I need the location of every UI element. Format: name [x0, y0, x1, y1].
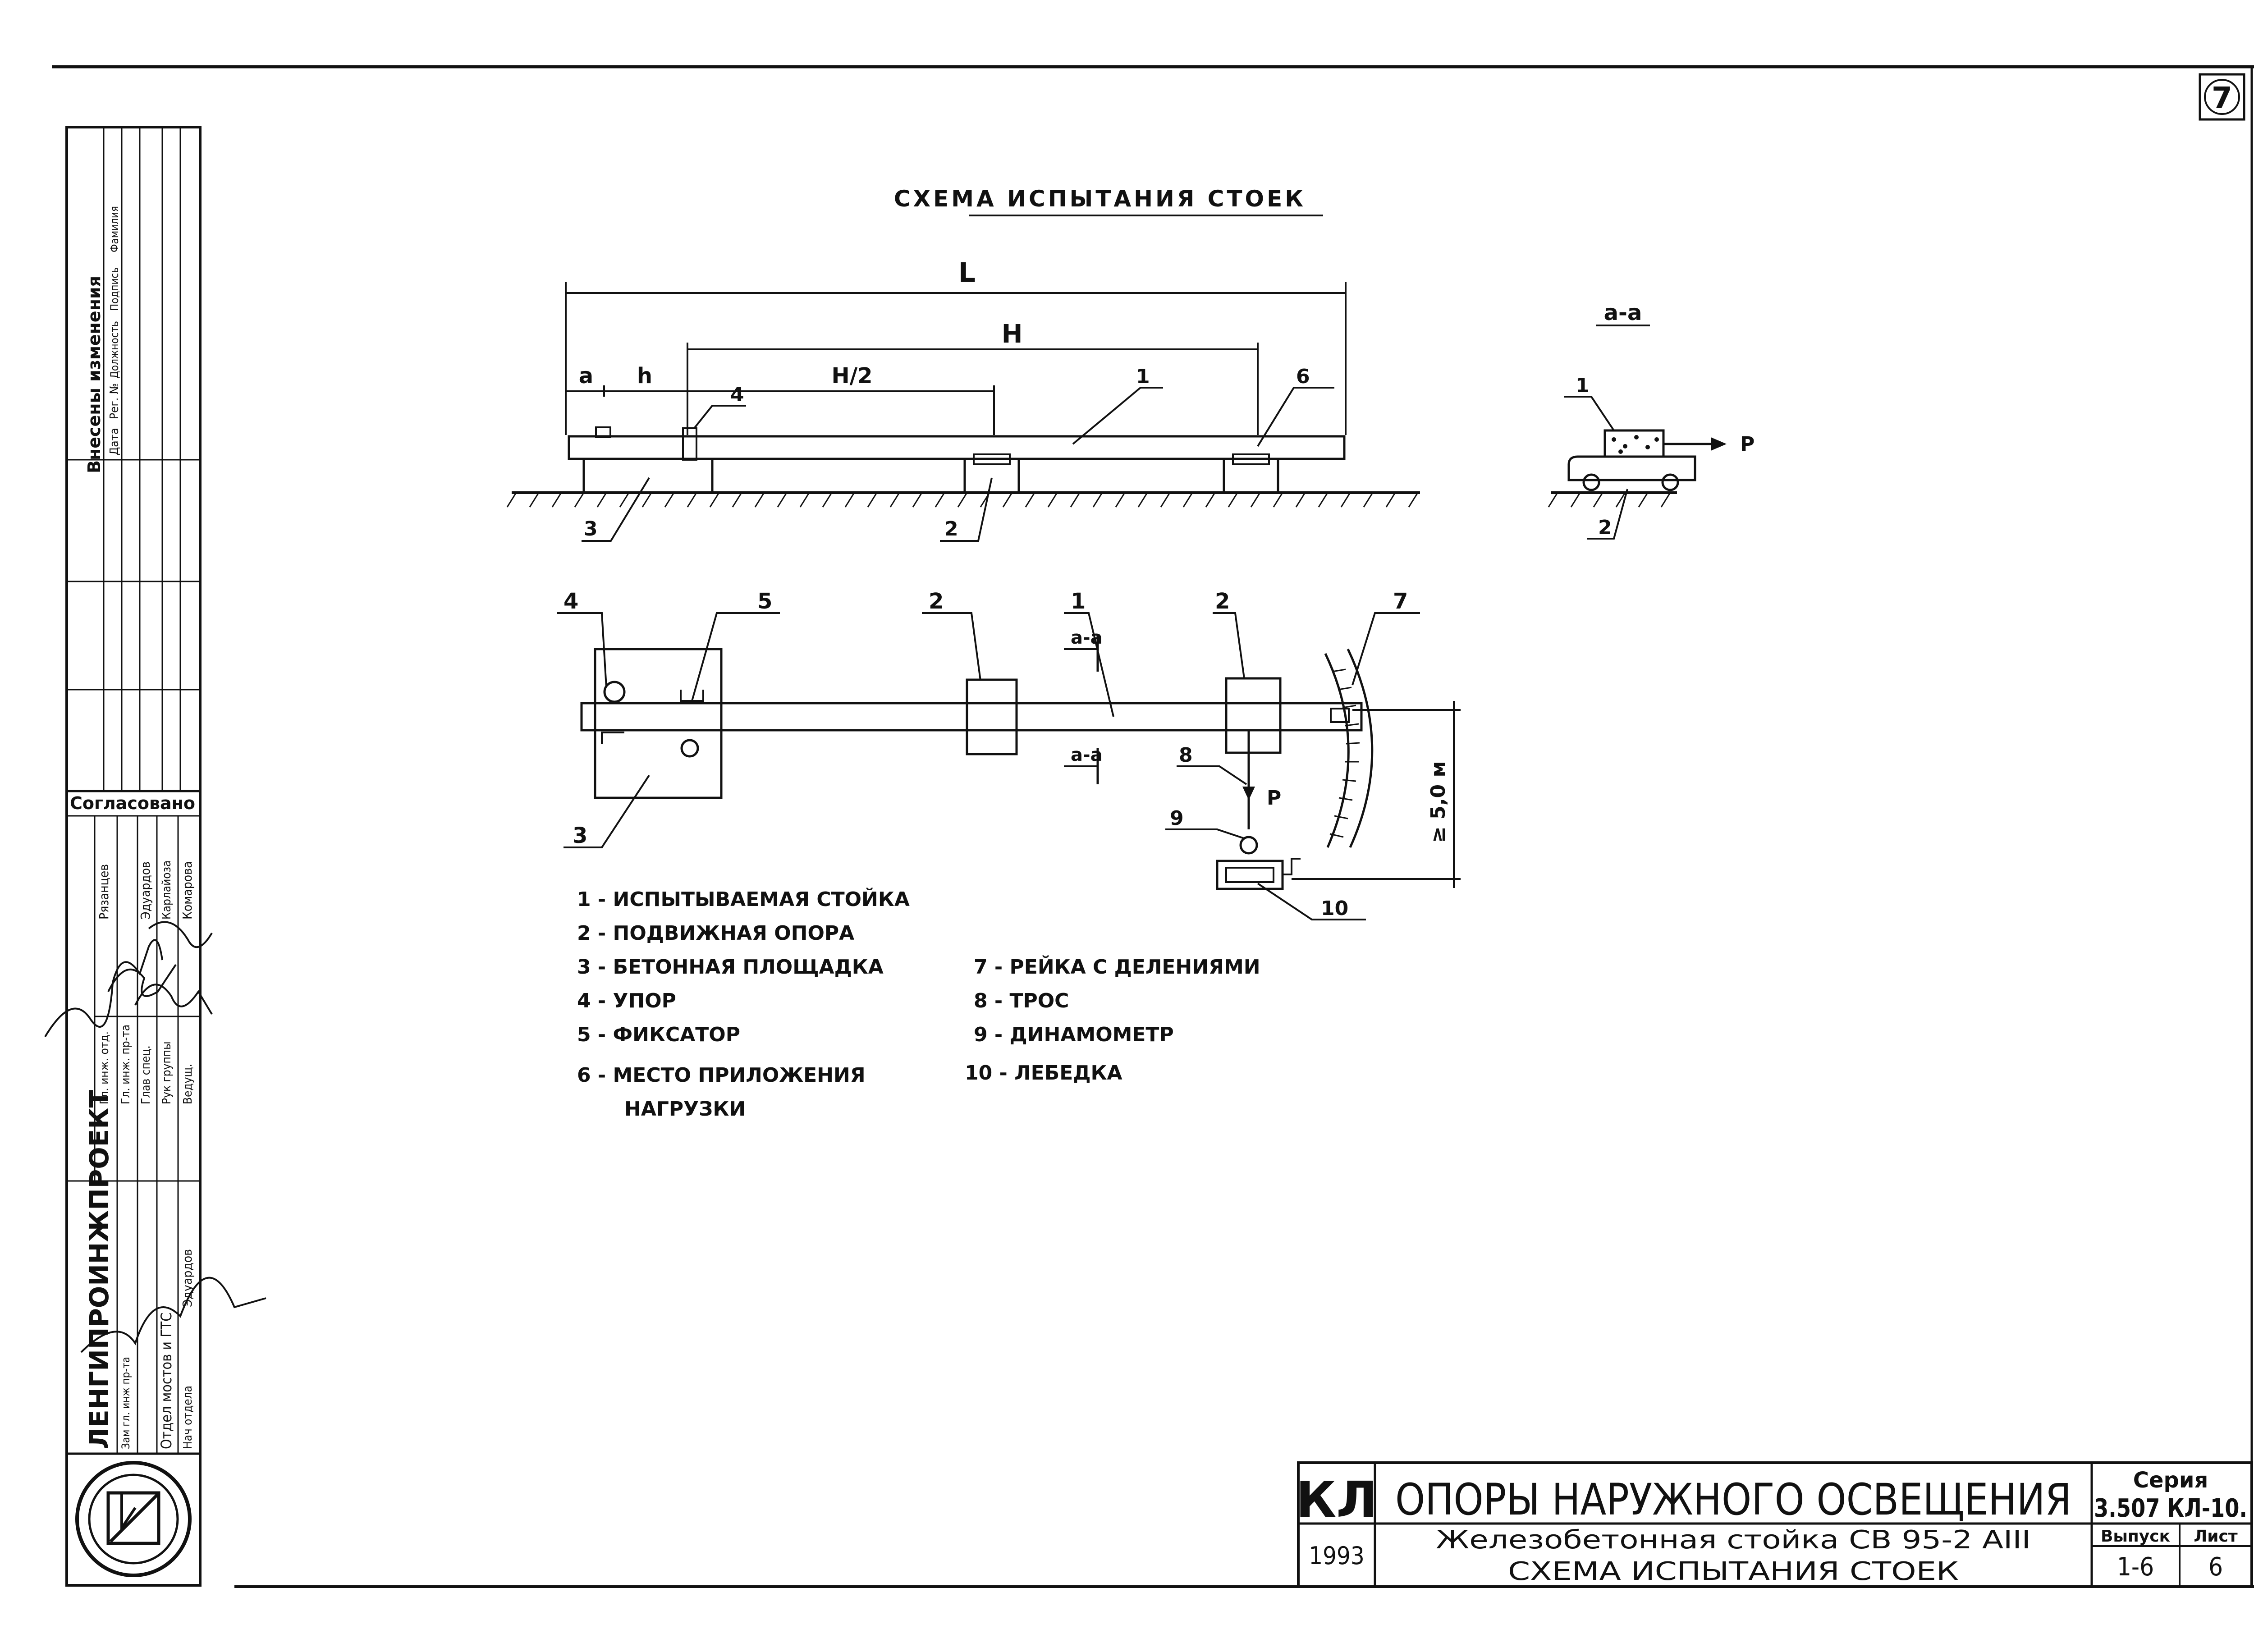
role-chief-project: Гл. инж. пр-та — [119, 1025, 133, 1104]
title-sub-2: СХЕМА ИСПЫТАНИЯ СТОЕК — [1508, 1557, 1959, 1586]
concrete-pad-elevation — [582, 458, 714, 494]
callout-1-section: 1 — [1576, 374, 1590, 397]
name-eduardov: Эдуардов — [138, 861, 153, 920]
callout-2-plan-b: 2 — [1215, 589, 1230, 614]
legend-item-2: 2 - ПОДВИЖНАЯ ОПОРА — [577, 922, 854, 945]
legend-item-1: 1 - ИСПЫТЫВАЕМАЯ СТОЙКА — [577, 887, 910, 911]
role-chief-dept: Гл. инж. отд. — [98, 1031, 111, 1104]
role-lead: Ведущ. — [181, 1064, 195, 1104]
name-karlayoza: Карлайоза — [160, 860, 174, 920]
dim-a: а — [579, 363, 593, 389]
series-label: Серия — [2133, 1468, 2208, 1493]
trolley-section — [1567, 455, 1696, 481]
name-ryazantsev: Рязанцев — [96, 864, 111, 920]
section-mark-top: а-а — [1071, 627, 1103, 648]
callout-5-plan: 5 — [757, 589, 772, 614]
callout-7-plan: 7 — [1393, 589, 1408, 614]
changes-header: Внесены изменения — [84, 276, 104, 473]
callout-9-plan: 9 — [1170, 807, 1184, 830]
title-code: КЛ — [1296, 1471, 1377, 1528]
signatures — [44, 921, 266, 1353]
section-label: а-а — [1604, 300, 1642, 325]
series-value: 3.507 КЛ-10. — [2094, 1494, 2247, 1523]
changes-col-sign: Подпись — [108, 267, 121, 311]
sheet-label: Лист — [2194, 1527, 2237, 1546]
legend: 1 - ИСПЫТЫВАЕМАЯ СТОЙКА 2 - ПОДВИЖНАЯ ОП… — [577, 887, 1260, 1121]
organization-logo — [75, 1461, 192, 1577]
concrete-pad-plan — [594, 648, 723, 799]
head-role-1: Зам гл. инж пр-та — [119, 1357, 132, 1449]
issue-label: Выпуск — [2101, 1527, 2170, 1546]
title-block: КЛ 1993 ОПОРЫ НАРУЖНОГО ОСВЕЩЕНИЯ Железо… — [1296, 1461, 2253, 1588]
pole-section — [1603, 429, 1665, 458]
role-chief-spec: Глав спец. — [139, 1045, 153, 1104]
legend-item-10: 10 - ЛЕБЕДКА — [965, 1062, 1122, 1085]
tested-pole-elevation — [568, 435, 1346, 460]
legend-item-5: 5 - ФИКСАТОР — [577, 1023, 740, 1046]
section-force: P — [1740, 433, 1755, 456]
tested-pole-plan — [580, 702, 1363, 732]
callout-1-plan: 1 — [1071, 589, 1086, 614]
dim-H: H — [1002, 320, 1023, 349]
callout-8-plan: 8 — [1179, 744, 1193, 767]
head-name: Эдуардов — [180, 1249, 195, 1307]
role-group-lead: Рук группы — [160, 1041, 174, 1104]
changes-col-reg: Рег. № — [108, 383, 121, 419]
legend-item-6: 6 - МЕСТО ПРИЛОЖЕНИЯ — [577, 1064, 866, 1087]
dim-h: h — [637, 363, 652, 389]
callout-4-elev: 4 — [730, 383, 744, 406]
approved-label: Согласовано — [70, 793, 195, 813]
changes-col-date: Дата — [108, 428, 121, 455]
legend-item-3: 3 - БЕТОННАЯ ПЛОЩАДКА — [577, 956, 884, 979]
issue-value: 1-6 — [2117, 1552, 2154, 1582]
support-1-plan — [966, 678, 1018, 755]
sheet-value: 6 — [2208, 1552, 2223, 1582]
plan-view: а-а а-а P ≥ 5,0 м — [557, 589, 1461, 920]
callout-4-plan: 4 — [564, 589, 578, 614]
dim-L: L — [958, 257, 976, 288]
sheet-number: 7 — [2212, 81, 2232, 115]
title-sub-1: Железобетонная стойка СВ 95-2 АIII — [1436, 1525, 2031, 1555]
section-mark-bottom: а-а — [1071, 745, 1103, 765]
legend-item-6b: НАГРУЗКИ — [624, 1098, 746, 1121]
drawing-title: СХЕМА ИСПЫТАНИЯ СТОЕК — [894, 186, 1306, 212]
callout-3-elev: 3 — [584, 517, 598, 540]
callout-2-elev: 2 — [944, 517, 958, 540]
callout-10-plan: 10 — [1321, 897, 1348, 920]
head-role-2: Нач отдела — [181, 1386, 195, 1449]
dept-name: Отдел мостов и ГТС — [158, 1313, 175, 1449]
fixer-elevation — [595, 426, 611, 438]
sheet-frame — [52, 65, 2254, 1588]
organization-name: ЛЕНГИПРОИНЖПРОЕКТ — [84, 1089, 115, 1449]
legend-item-4: 4 - УПОР — [577, 989, 676, 1012]
sheet-number-badge: 7 — [2199, 73, 2245, 121]
legend-item-8: 8 - ТРОС — [974, 989, 1069, 1012]
dynamometer — [1239, 836, 1258, 855]
legend-item-9: 9 - ДИНАМОМЕТР — [974, 1023, 1174, 1046]
plan-force: P — [1267, 787, 1281, 810]
title-year: 1993 — [1309, 1542, 1365, 1570]
callout-2-plan-a: 2 — [929, 589, 944, 614]
callout-1-elev: 1 — [1136, 365, 1150, 388]
dim-H-half: H/2 — [831, 363, 872, 389]
callout-2-section: 2 — [1598, 516, 1612, 539]
stop-elevation — [682, 427, 697, 461]
title-main: ОПОРЫ НАРУЖНОГО ОСВЕЩЕНИЯ — [1395, 1474, 2071, 1525]
callout-6-elev: 6 — [1296, 365, 1310, 388]
elevation-view: L H а h H/2 — [506, 257, 1420, 542]
changes-col-name: Фамилия — [108, 206, 121, 252]
support-2-plan — [1225, 677, 1282, 754]
callout-3-plan: 3 — [573, 823, 587, 848]
changes-col-position: Должность — [108, 321, 121, 379]
side-stamp: Внесены изменения Дата Рег. № Должность … — [44, 126, 266, 1587]
section-a-a: а-а P 1 2 — [1548, 300, 1755, 540]
graduated-rail — [1324, 653, 1350, 848]
name-komarova: Комарова — [180, 861, 195, 920]
dim-min-distance: ≥ 5,0 м — [1427, 761, 1450, 843]
legend-item-7: 7 - РЕЙКА С ДЕЛЕНИЯМИ — [974, 955, 1260, 979]
